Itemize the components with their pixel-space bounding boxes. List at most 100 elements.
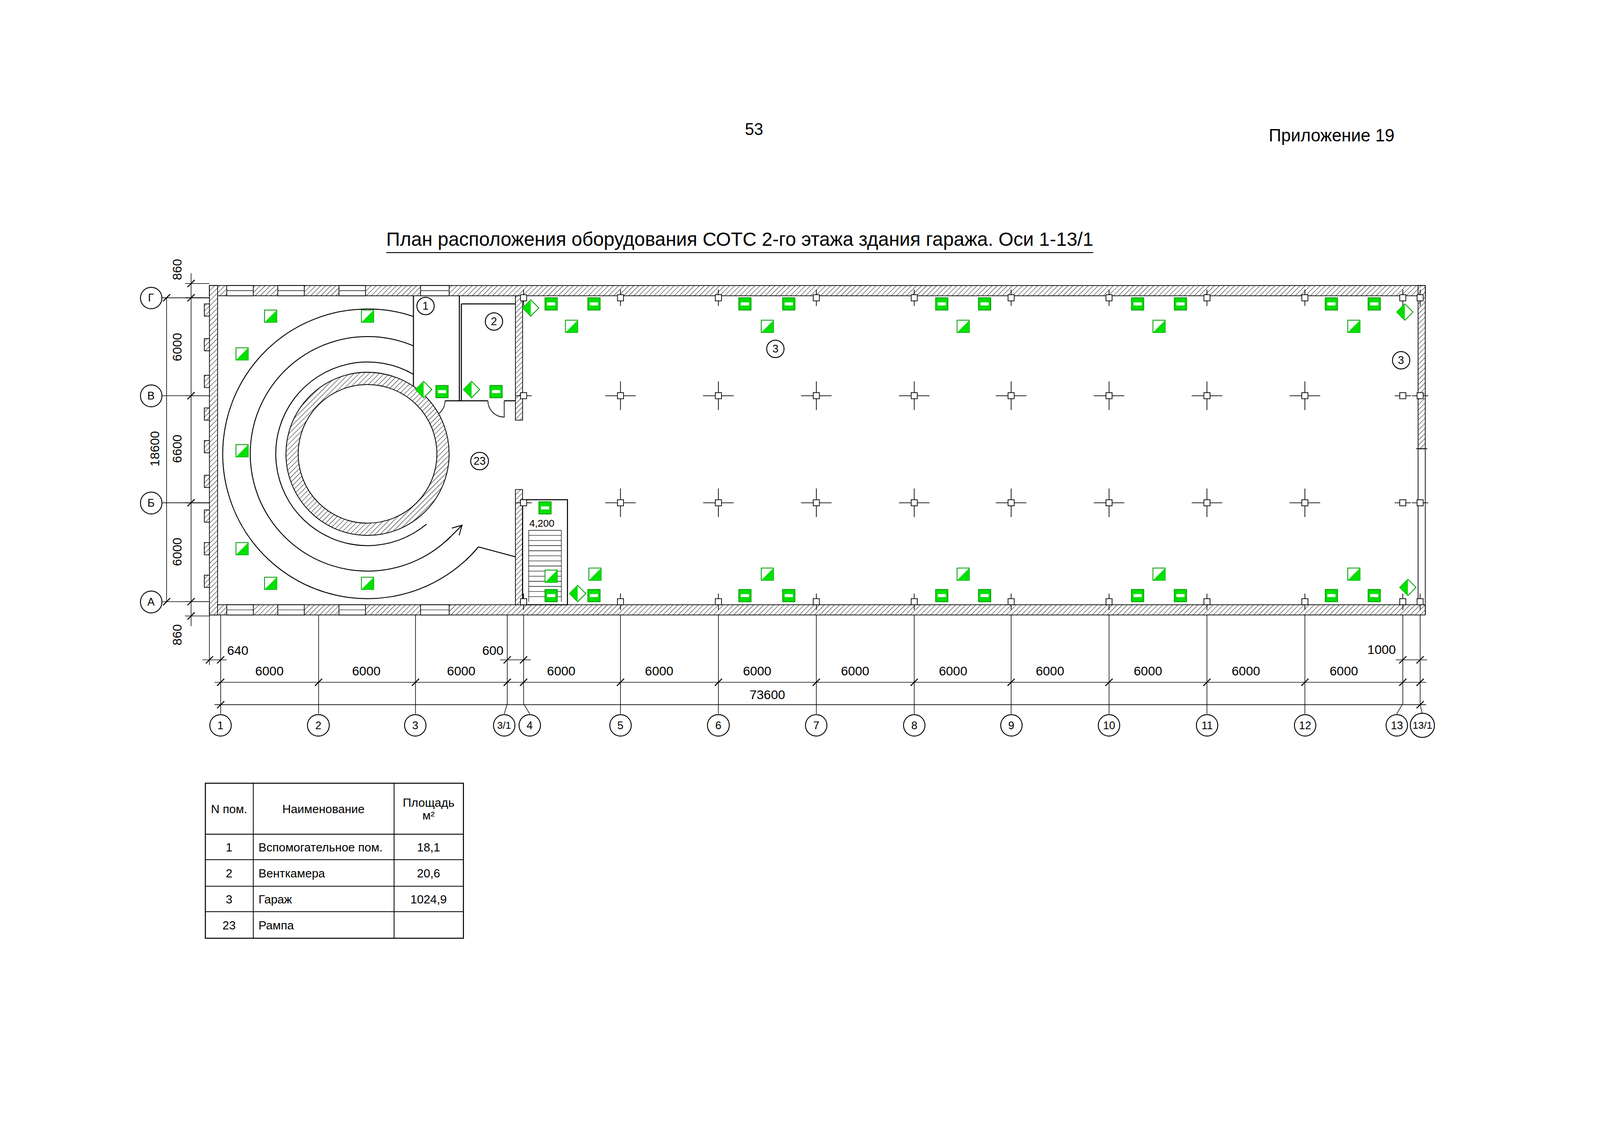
sounder-symbol [587, 297, 601, 311]
sounder-symbol [937, 302, 946, 306]
marker-text: А [147, 596, 155, 608]
column [520, 392, 527, 399]
table-header: Площадь м² [394, 784, 463, 834]
sounder-symbol [935, 297, 948, 311]
detector-symbol [545, 570, 558, 583]
dimension-label: 6000 [1327, 664, 1360, 679]
sounder-symbol [1174, 589, 1187, 603]
wall [204, 475, 210, 488]
sounder-symbol [436, 385, 449, 398]
sounder-symbol [782, 589, 795, 603]
detector-symbol [361, 577, 374, 590]
detector-symbol [1347, 568, 1361, 581]
column [715, 294, 722, 301]
sounder-symbol [539, 501, 552, 515]
wall [204, 375, 210, 388]
axis-marker: 1 [209, 714, 232, 737]
marker-text: 8 [911, 720, 918, 732]
call-point-symbol [415, 381, 432, 398]
dimension-label: 6000 [1033, 664, 1066, 679]
column [911, 598, 918, 605]
column [1106, 598, 1112, 605]
staircase [528, 555, 562, 556]
call-point-symbol [522, 299, 531, 317]
dimension-label: 6000 [741, 664, 774, 679]
staircase [528, 586, 562, 587]
column [520, 294, 527, 301]
dimension-line [717, 614, 719, 704]
dimension-line [187, 612, 195, 620]
window [226, 285, 254, 296]
sounder-symbol [587, 297, 601, 311]
sounder-symbol [738, 297, 752, 311]
dimension-label: 6000 [170, 535, 185, 568]
wall [515, 489, 523, 605]
detector-symbol [361, 577, 374, 590]
sounder-symbol [784, 594, 793, 598]
staircase [528, 560, 562, 562]
column [617, 294, 624, 301]
detector-symbol [956, 568, 970, 581]
dimension-line [519, 678, 528, 686]
detector-symbol [545, 570, 558, 583]
column [1007, 294, 1014, 301]
dimension-line [1416, 701, 1424, 709]
sounder-symbol [436, 385, 449, 398]
wall [204, 285, 1426, 615]
dimension-line [1399, 678, 1407, 686]
staircase [528, 550, 562, 551]
wall [209, 285, 218, 615]
column [1007, 392, 1014, 399]
window [277, 604, 305, 615]
sounder-symbol [1176, 302, 1185, 306]
dimension-line [914, 703, 915, 714]
wall [204, 509, 210, 523]
sounder-symbol [587, 589, 601, 603]
sounder-symbol [740, 302, 749, 306]
sounder-symbol [1327, 302, 1336, 306]
dimension-label: 1000 [1365, 643, 1398, 658]
window [226, 285, 450, 615]
dimension-label: 6000 [545, 664, 577, 679]
room-wall [458, 296, 460, 401]
dimension-line [217, 678, 225, 686]
sounder-symbol [978, 589, 991, 603]
wall-line [1416, 448, 1428, 616]
marker-text: Г [148, 292, 155, 304]
table-header: Наименование [254, 784, 394, 834]
sounder-symbol [1174, 297, 1187, 311]
axis-marker: 8 [903, 714, 926, 737]
dimension-line [214, 681, 1427, 683]
detector-symbol [361, 310, 374, 323]
column [1106, 294, 1112, 301]
marker-text: 5 [617, 720, 624, 732]
sounder-symbol [935, 589, 948, 603]
sounder-symbol [1368, 297, 1381, 311]
detector-symbol [588, 568, 602, 581]
detector-symbol [235, 542, 249, 556]
dimension-line [214, 704, 1427, 706]
column [520, 598, 527, 605]
wall-line [1417, 448, 1419, 605]
wall [204, 440, 210, 453]
column [1417, 598, 1424, 605]
axis-marker: 4 [518, 714, 541, 737]
marker-text: 23 [473, 455, 486, 467]
sounder-symbol [937, 594, 946, 598]
dimension-line [1396, 703, 1403, 714]
axis-marker: 3 [404, 714, 427, 737]
sounder-symbol [1325, 589, 1338, 603]
call-point-symbol [1399, 579, 1417, 596]
dimension-line [1301, 678, 1309, 686]
call-point-symbol [522, 299, 540, 317]
detector-symbol [235, 542, 249, 556]
marker-text: 6 [715, 720, 722, 732]
column [1204, 392, 1211, 399]
marker-text: 10 [1103, 720, 1116, 732]
table-cell: 1024,9 [394, 887, 463, 912]
dimension-line [815, 703, 817, 714]
sounder-symbol [978, 589, 991, 603]
wall [204, 338, 210, 351]
